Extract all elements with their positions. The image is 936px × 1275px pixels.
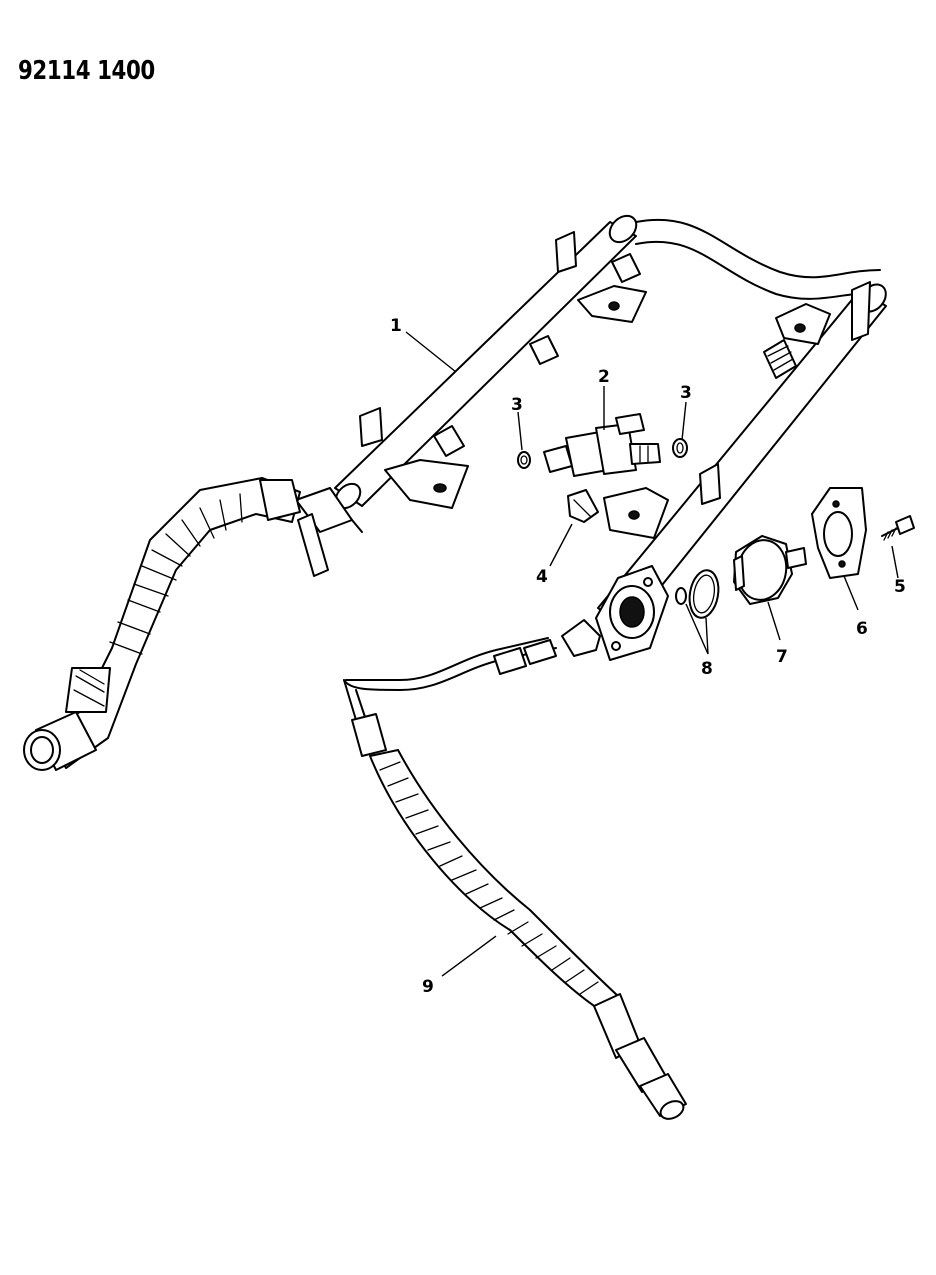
fuel-pressure-hose	[343, 637, 687, 1120]
callout-injector: 2	[598, 367, 610, 387]
callout-fuel-hose: 9	[422, 977, 434, 997]
test-port-cap	[763, 339, 797, 379]
callout-o-rings-regulator: 8	[701, 659, 713, 679]
mounting-screw	[881, 515, 915, 541]
fuel-injector	[543, 413, 661, 477]
regulator-o-rings	[675, 569, 720, 619]
callout-fuel-rail: 1	[390, 316, 402, 336]
fuel-rail	[334, 214, 887, 661]
callout-clip: 4	[536, 567, 548, 587]
injector-clip	[567, 489, 599, 523]
rail-inlet-clip	[295, 487, 363, 577]
injector-o-rings	[517, 438, 688, 469]
regulator-bracket	[811, 487, 867, 579]
callout-o-ring-left: 3	[511, 395, 523, 415]
callout-pressure-regulator: 7	[776, 647, 788, 667]
callout-gasket: 6	[856, 619, 868, 639]
callout-screw: 5	[894, 577, 906, 597]
pressure-regulator	[733, 535, 807, 605]
document-number: 92114 1400	[18, 56, 155, 86]
callout-leaders	[405, 331, 899, 977]
regulator-mount-flange	[595, 565, 669, 661]
supply-hose	[23, 477, 301, 771]
callout-o-ring-right: 3	[680, 383, 692, 403]
